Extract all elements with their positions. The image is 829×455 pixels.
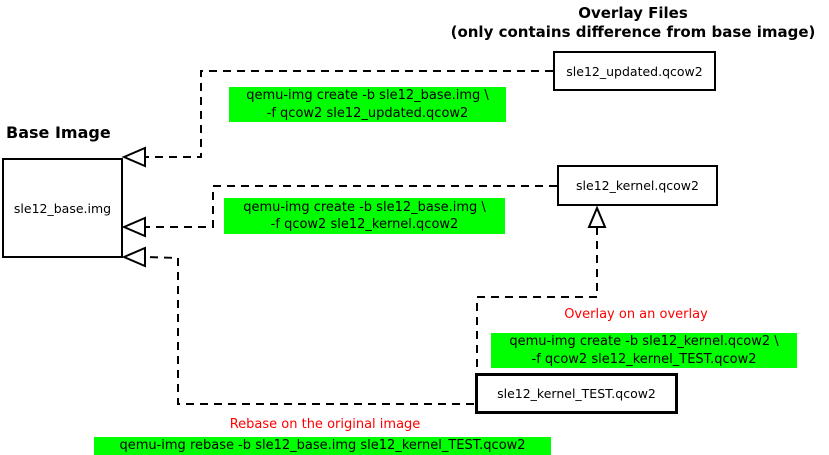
updated-overlay-box: sle12_updated.qcow2 xyxy=(553,51,716,91)
command-rebase-line: qemu-img rebase -b sle12_base.img sle12_… xyxy=(119,438,526,454)
base-image-box: sle12_base.img xyxy=(2,158,123,258)
kernel-test-overlay-box: sle12_kernel_TEST.qcow2 xyxy=(475,373,678,414)
connector-test-to-base xyxy=(145,256,474,405)
arrowhead-kernel-bottom-icon xyxy=(587,205,607,228)
connector-updated-to-base xyxy=(146,70,553,158)
annotation-rebase-note: Rebase on the original image xyxy=(229,417,421,432)
page-title: Overlay Files (only contains difference … xyxy=(437,4,829,42)
arrowhead-base-bottom-icon xyxy=(121,246,146,268)
connector-kernel-to-base xyxy=(146,185,557,228)
command-create-updated: qemu-img create -b sle12_base.img \ -f q… xyxy=(229,87,506,122)
base-image-box-label: sle12_base.img xyxy=(13,200,112,216)
command-create-kernel: qemu-img create -b sle12_base.img \ -f q… xyxy=(224,198,505,234)
command-create-kernel-test-line-1: qemu-img create -b sle12_kernel.qcow2 \ xyxy=(509,334,779,349)
command-create-kernel-line-1: qemu-img create -b sle12_base.img \ xyxy=(243,199,486,215)
command-create-updated-line-1: qemu-img create -b sle12_base.img \ xyxy=(246,88,489,103)
page-title-line-2: (only contains difference from base imag… xyxy=(450,23,816,41)
kernel-test-overlay-box-label: sle12_kernel_TEST.qcow2 xyxy=(497,386,656,401)
base-image-label: Base Image xyxy=(6,123,111,142)
kernel-overlay-box-label: sle12_kernel.qcow2 xyxy=(576,178,699,193)
kernel-overlay-box: sle12_kernel.qcow2 xyxy=(557,165,718,206)
arrowhead-base-top-icon xyxy=(121,146,146,168)
command-create-kernel-line-2: -f qcow2 sle12_kernel.qcow2 xyxy=(270,217,459,232)
command-create-kernel-test: qemu-img create -b sle12_kernel.qcow2 \ … xyxy=(491,333,797,368)
page-title-line-1: Overlay Files xyxy=(578,4,688,22)
command-create-updated-line-2: -f qcow2 sle12_updated.qcow2 xyxy=(266,105,469,121)
arrowhead-base-middle-icon xyxy=(121,216,146,238)
command-rebase: qemu-img rebase -b sle12_base.img sle12_… xyxy=(94,437,551,455)
connector-test-to-kernel xyxy=(476,227,598,372)
updated-overlay-box-label: sle12_updated.qcow2 xyxy=(566,63,703,79)
annotation-overlay-on-overlay: Overlay on an overlay xyxy=(564,307,708,322)
command-create-kernel-test-line-2: -f qcow2 sle12_kernel_TEST.qcow2 xyxy=(531,351,757,367)
